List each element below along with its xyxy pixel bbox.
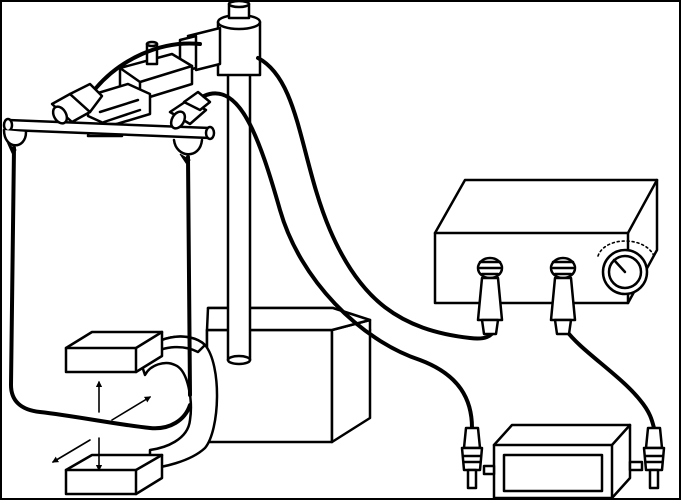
motion-arrows xyxy=(51,380,152,472)
power-terminal-left xyxy=(476,256,504,336)
galvanometer xyxy=(482,423,644,500)
top-connectors xyxy=(50,82,212,130)
arrow-diagonal-out xyxy=(51,439,91,463)
arrow-diagonal-in xyxy=(111,396,152,421)
power-terminal-right xyxy=(549,256,577,336)
lead-wires xyxy=(94,41,656,430)
power-supply-dial xyxy=(597,240,655,296)
horseshoe-magnet xyxy=(64,330,219,496)
conducting-rod xyxy=(2,117,216,164)
meter-plug-left xyxy=(460,426,484,490)
swing-loop xyxy=(9,146,192,431)
power-supply xyxy=(433,178,659,336)
meter-plug-right xyxy=(642,426,666,490)
